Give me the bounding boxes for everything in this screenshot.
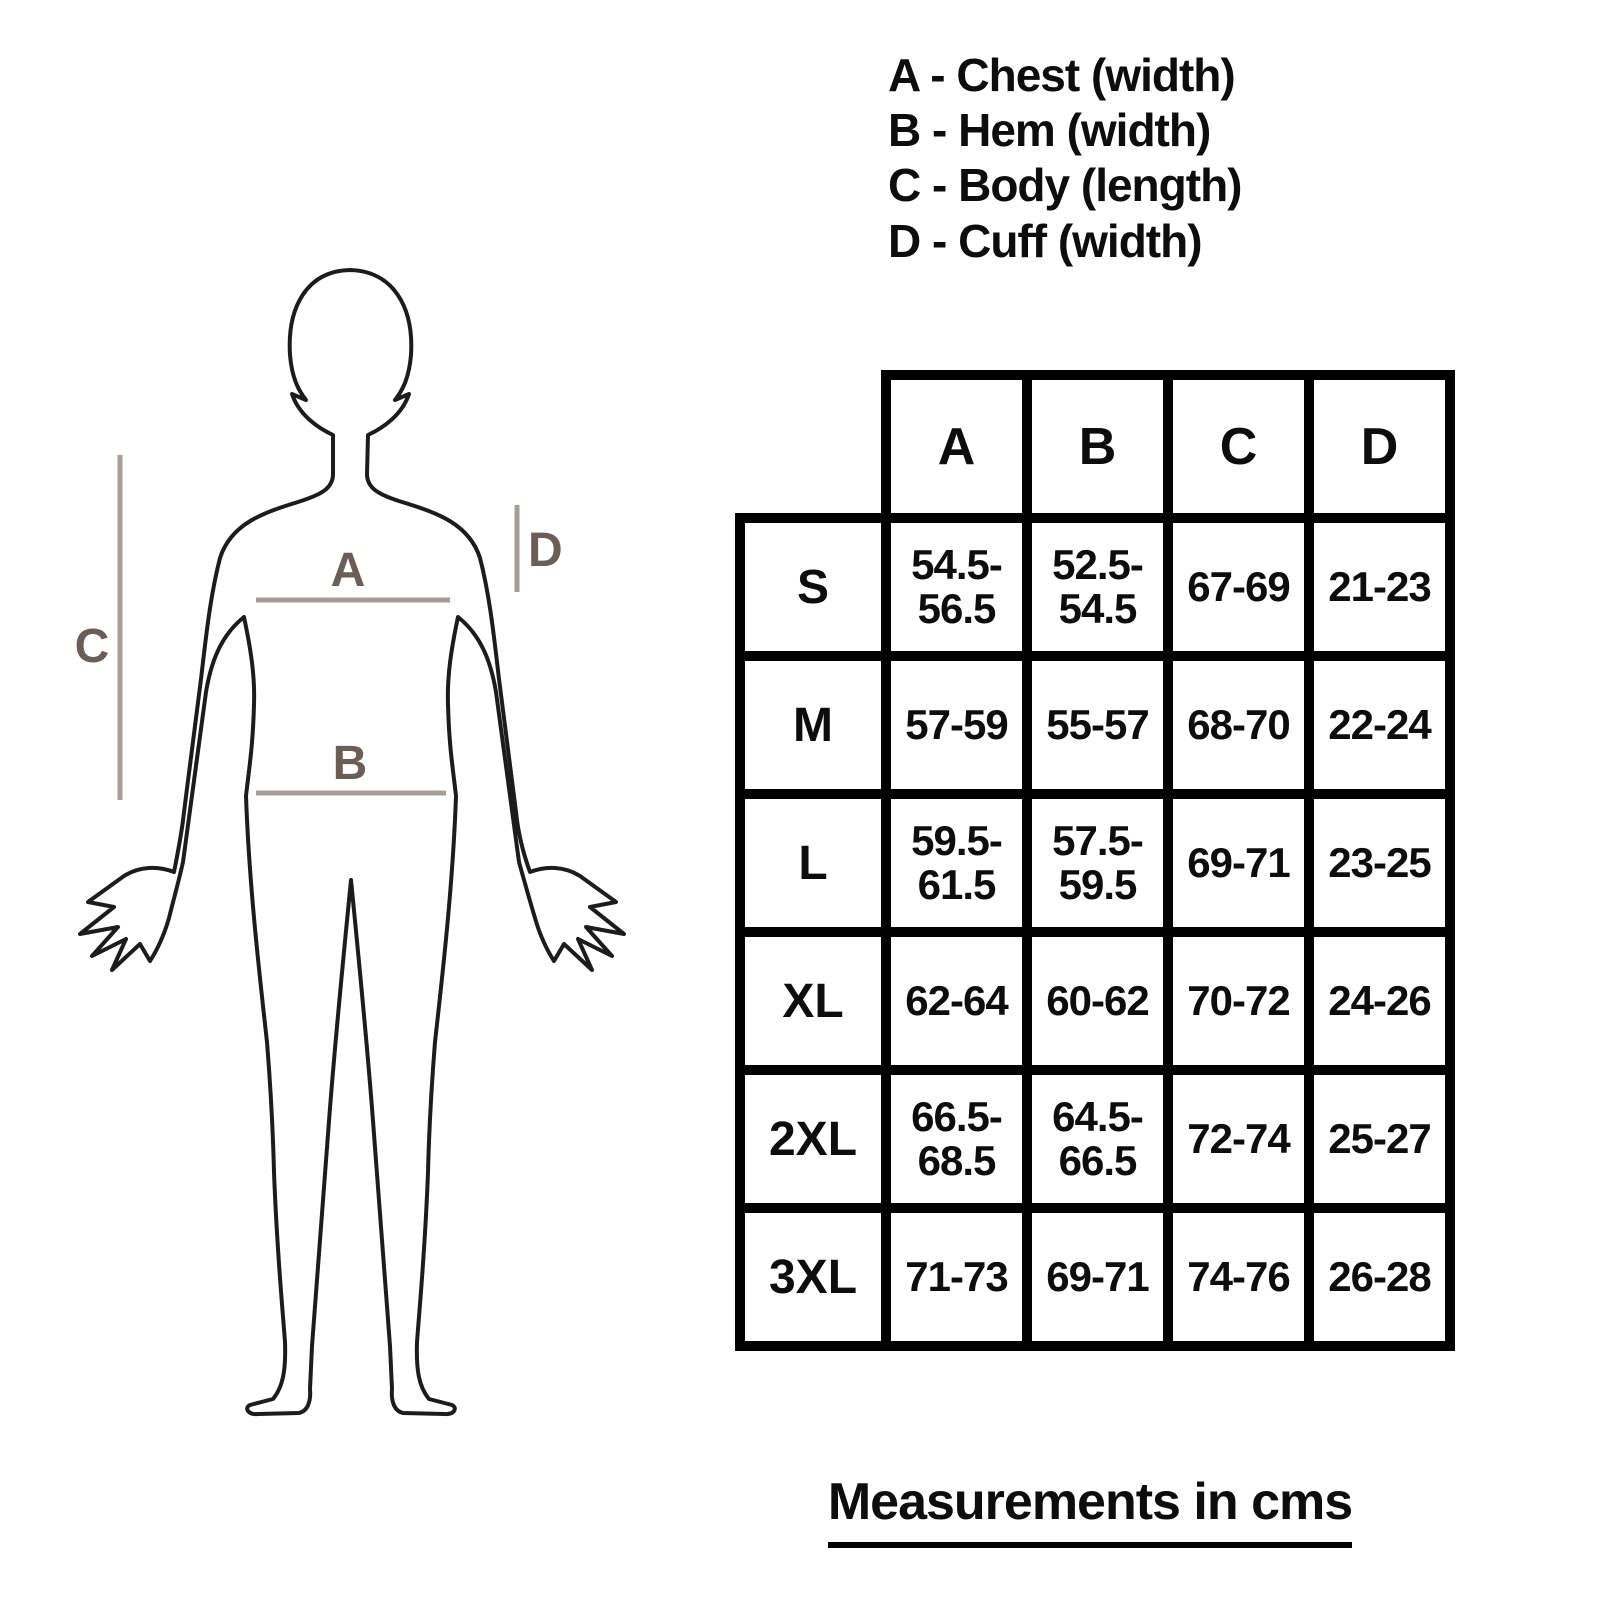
table-header-row: A B C D bbox=[740, 370, 1455, 523]
figure-label-d: D bbox=[528, 524, 563, 577]
legend-item-cuff: D - Cuff (width) bbox=[888, 214, 1203, 267]
legend-item-body: C - Body (length) bbox=[888, 159, 1242, 212]
col-header-c: C bbox=[1163, 370, 1314, 523]
table-row-xl: XL 62-64 60-62 70-72 24-26 bbox=[735, 927, 1455, 1075]
table-row-l: L 59.5-61.5 57.5-59.5 69-71 23-25 bbox=[735, 789, 1455, 937]
size-cell: 64.5-66.5 bbox=[1022, 1065, 1173, 1213]
size-cell: 54.5-56.5 bbox=[881, 513, 1032, 661]
row-header-size: XL bbox=[735, 927, 891, 1075]
size-cell: 71-73 bbox=[881, 1203, 1032, 1351]
body-outline bbox=[78, 268, 626, 1417]
size-cell: 55-57 bbox=[1022, 651, 1173, 799]
size-cell: 52.5-54.5 bbox=[1022, 513, 1173, 661]
legend-item-chest: A - Chest (width) bbox=[888, 49, 1236, 101]
size-cell: 69-71 bbox=[1022, 1203, 1173, 1351]
size-cell: 68-70 bbox=[1163, 651, 1314, 799]
size-cell: 74-76 bbox=[1163, 1203, 1314, 1351]
size-cell: 26-28 bbox=[1304, 1203, 1455, 1351]
size-cell: 62-64 bbox=[881, 927, 1032, 1075]
table-corner bbox=[740, 375, 886, 518]
col-header-a: A bbox=[881, 370, 1032, 523]
size-cell: 24-26 bbox=[1304, 927, 1455, 1075]
col-header-d: D bbox=[1304, 370, 1455, 523]
table-row-2xl: 2XL 66.5-68.5 64.5-66.5 72-74 25-27 bbox=[735, 1065, 1455, 1213]
size-cell: 67-69 bbox=[1163, 513, 1314, 661]
size-cell: 21-23 bbox=[1304, 513, 1455, 661]
size-cell: 23-25 bbox=[1304, 789, 1455, 937]
row-header-size: S bbox=[735, 513, 891, 661]
size-cell: 25-27 bbox=[1304, 1065, 1455, 1213]
figure-label-b: B bbox=[333, 737, 368, 790]
measurement-legend: A - Chest (width) B - Hem (width) C - Bo… bbox=[888, 48, 1242, 269]
size-cell: 57-59 bbox=[881, 651, 1032, 799]
row-header-size: 3XL bbox=[735, 1203, 891, 1351]
size-cell: 60-62 bbox=[1022, 927, 1173, 1075]
body-outline-figure: A B C D bbox=[75, 268, 626, 1417]
size-cell: 59.5-61.5 bbox=[881, 789, 1032, 937]
row-header-size: M bbox=[735, 651, 891, 799]
table-row-3xl: 3XL 71-73 69-71 74-76 26-28 bbox=[735, 1203, 1455, 1351]
figure-label-a: A bbox=[331, 544, 366, 597]
size-cell: 69-71 bbox=[1163, 789, 1314, 937]
figure-label-c: C bbox=[75, 620, 110, 673]
size-cell: 72-74 bbox=[1163, 1065, 1314, 1213]
size-cell: 22-24 bbox=[1304, 651, 1455, 799]
units-note: Measurements in cms bbox=[827, 1472, 1353, 1548]
col-header-b: B bbox=[1022, 370, 1173, 523]
size-cell: 66.5-68.5 bbox=[881, 1065, 1032, 1213]
units-note-container: Measurements in cms bbox=[735, 1472, 1445, 1548]
legend-item-hem: B - Hem (width) bbox=[888, 104, 1211, 157]
size-table: A B C D S 54.5-56.5 52.5-54.5 67-69 21-2… bbox=[735, 370, 1455, 1351]
row-header-size: L bbox=[735, 789, 891, 937]
row-header-size: 2XL bbox=[735, 1065, 891, 1213]
size-cell: 70-72 bbox=[1163, 927, 1314, 1075]
table-row-m: M 57-59 55-57 68-70 22-24 bbox=[735, 651, 1455, 799]
table-row-s: S 54.5-56.5 52.5-54.5 67-69 21-23 bbox=[735, 513, 1455, 661]
size-cell: 57.5-59.5 bbox=[1022, 789, 1173, 937]
